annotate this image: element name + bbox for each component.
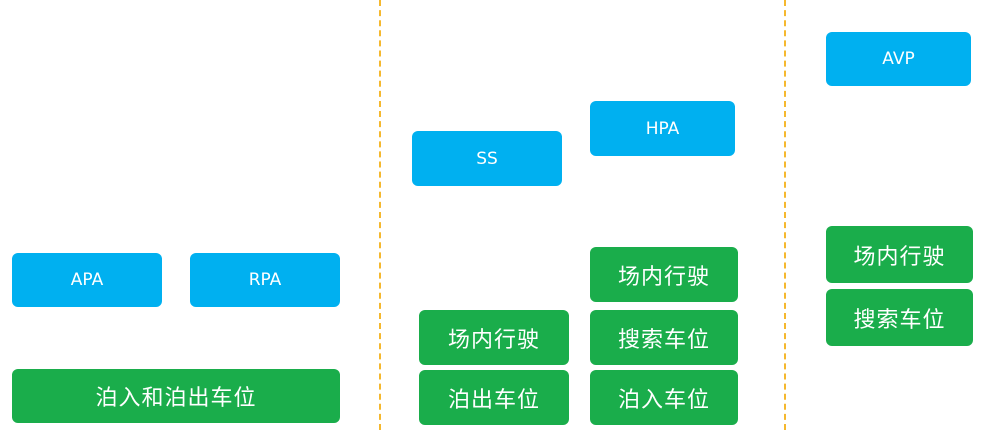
function-box-avp-search-space: 搜索车位 [826,289,973,346]
function-box-hpa-park-in: 泊入车位 [590,370,738,425]
divider-left [379,0,381,430]
function-box-park-in-out: 泊入和泊出车位 [12,369,340,423]
function-box-hpa-search-space: 搜索车位 [590,310,738,365]
function-box-ss-drive-in-lot: 场内行驶 [419,310,569,365]
feature-box-hpa: HPA [590,101,735,156]
function-box-ss-park-out: 泊出车位 [419,370,569,425]
feature-box-avp: AVP [826,32,971,86]
feature-box-apa: APA [12,253,162,307]
feature-box-ss: SS [412,131,562,186]
feature-box-rpa: RPA [190,253,340,307]
function-box-hpa-drive-in-lot: 场内行驶 [590,247,738,302]
function-box-avp-drive-in-lot: 场内行驶 [826,226,973,283]
divider-right [784,0,786,430]
